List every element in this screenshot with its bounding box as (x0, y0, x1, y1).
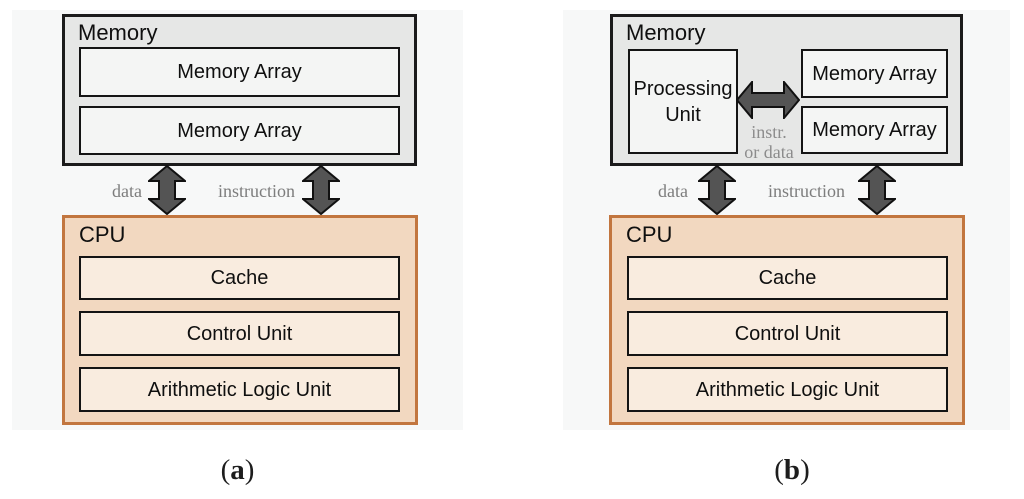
caption-open-paren: ( (220, 454, 231, 486)
memory-title: Memory (78, 20, 158, 45)
data-bus-arrow-icon (698, 165, 736, 215)
internal-bus-label-line1: instr. (751, 122, 787, 142)
instruction-bus-arrow-icon (858, 165, 896, 215)
memory-array-box: Memory Array (79, 106, 400, 155)
internal-bus-label-line2: or data (744, 142, 794, 162)
memory-box-a: Memory Memory Array Memory Array (62, 14, 417, 166)
caption-open-paren: ( (774, 454, 784, 486)
cpu-box-a: CPU Cache Control Unit Arithmetic Logic … (62, 215, 418, 425)
cpu-title: CPU (626, 222, 673, 247)
cache-box: Cache (79, 256, 400, 300)
memory-array-box: Memory Array (801, 106, 948, 154)
arithmetic-logic-unit-box: Arithmetic Logic Unit (627, 367, 948, 412)
memory-array-box: Memory Array (79, 47, 400, 97)
processing-unit-box: Processing Unit (628, 49, 738, 154)
data-bus-label: data (112, 181, 142, 201)
caption-b: (b) (567, 453, 1017, 487)
instruction-bus-label: instruction (768, 181, 845, 201)
control-unit-box: Control Unit (627, 311, 948, 356)
caption-a: (a) (12, 453, 463, 487)
instruction-bus-label: instruction (218, 181, 295, 201)
data-bus-label: data (658, 181, 688, 201)
data-bus-arrow-icon (148, 165, 186, 215)
caption-close-paren: ) (244, 454, 255, 486)
instruction-bus-arrow-icon (302, 165, 340, 215)
caption-close-paren: ) (800, 454, 810, 486)
memory-title: Memory (626, 20, 706, 45)
control-unit-box: Control Unit (79, 311, 400, 356)
memory-array-box: Memory Array (801, 49, 948, 98)
internal-bus-label: instr. or data (723, 122, 815, 162)
internal-bus-arrow-icon (736, 81, 800, 119)
arithmetic-logic-unit-box: Arithmetic Logic Unit (79, 367, 400, 412)
cpu-title: CPU (79, 222, 126, 247)
caption-letter: b (783, 454, 801, 486)
caption-letter: a (230, 454, 245, 486)
memory-box-b: Memory Processing Unit instr. or data Me… (610, 14, 963, 166)
cpu-box-b: CPU Cache Control Unit Arithmetic Logic … (609, 215, 965, 425)
cache-box: Cache (627, 256, 948, 300)
